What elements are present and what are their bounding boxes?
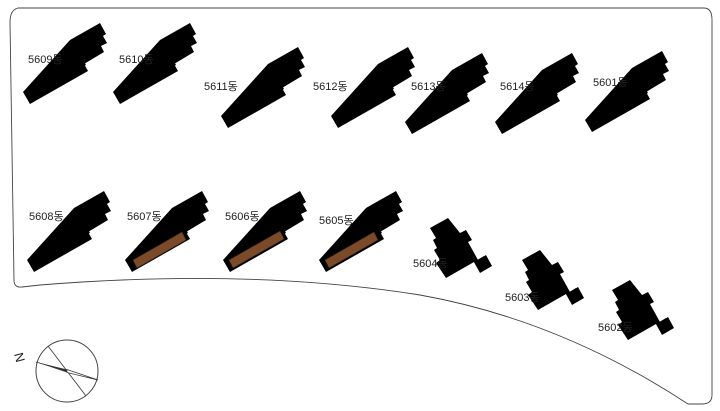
highlight-5605	[324, 231, 379, 269]
label-5605: 5605동	[319, 215, 354, 227]
label-5613: 5613동	[411, 81, 446, 93]
label-5614: 5614동	[500, 81, 535, 93]
label-5609: 5609동	[28, 54, 63, 66]
label-5603: 5603동	[505, 292, 540, 304]
north-label: N	[11, 351, 28, 364]
label-5606: 5606동	[225, 211, 260, 223]
label-5612: 5612동	[313, 81, 348, 93]
label-5604: 5604동	[413, 258, 448, 270]
north-needle-icon	[36, 362, 67, 373]
label-5611: 5611동	[204, 81, 238, 93]
building-labels: 5609동 5610동 5611동 5612동 5613동 5614동 5601…	[28, 54, 633, 334]
label-5601: 5601동	[593, 77, 628, 89]
label-5608: 5608동	[29, 211, 64, 223]
label-5607: 5607동	[127, 211, 162, 223]
label-5602: 5602동	[598, 322, 633, 334]
site-boundary	[9, 7, 713, 405]
label-5610: 5610동	[119, 54, 154, 66]
highlight-5607	[132, 231, 187, 269]
compass: N	[11, 339, 99, 403]
highlight-5606	[228, 230, 285, 269]
highlighted-units	[132, 230, 379, 269]
